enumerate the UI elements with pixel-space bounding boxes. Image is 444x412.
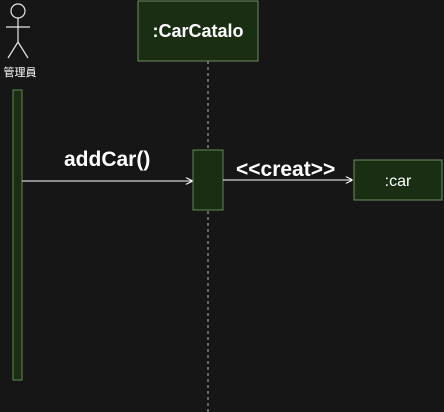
actor-stick-figure-icon	[6, 3, 30, 59]
catalog-activation-bar	[192, 149, 224, 211]
create-message-label: <<creat>>	[236, 158, 336, 181]
actor-right-leg	[17, 41, 29, 59]
actor-activation-bar	[12, 89, 23, 381]
addcar-message-label: addCar()	[64, 148, 151, 171]
actor-name-label: 管理員	[3, 67, 37, 79]
catalog-box	[137, 0, 259, 62]
actor-head	[10, 3, 26, 19]
actor-left-leg	[7, 41, 19, 59]
catalog-title: :CarCatalo	[152, 21, 244, 41]
car-title: :car	[384, 173, 412, 190]
car-box	[353, 159, 443, 201]
